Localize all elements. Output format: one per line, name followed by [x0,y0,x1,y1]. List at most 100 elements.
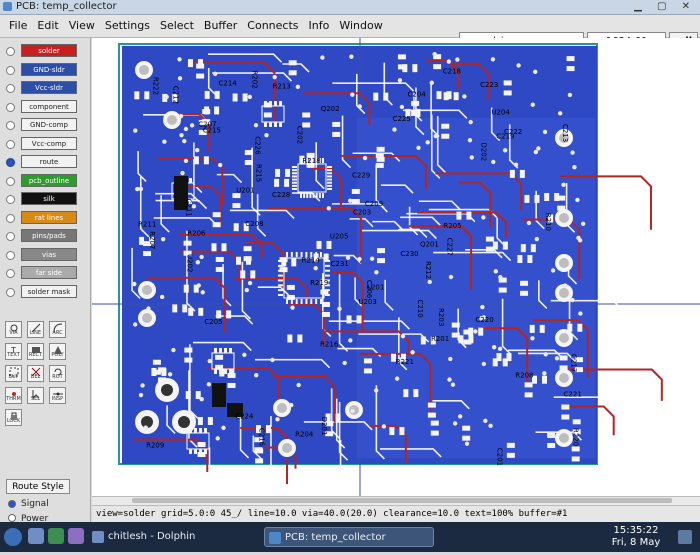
layer-row[interactable]: rat lines [4,210,88,226]
scrollbar-thumb[interactable] [132,498,672,503]
lock-tool-icon[interactable]: LOCK [5,409,22,426]
layer-visibility-button[interactable]: component [21,99,77,113]
layer-row[interactable]: solder [4,44,88,59]
layer-visibility-button[interactable]: Vcc-comp [21,136,77,150]
layer-visibility-button[interactable]: far side [21,266,77,279]
window-controls[interactable]: ▁ ▢ ✕ [634,1,696,12]
route-style-option[interactable]: Signal [8,499,49,511]
layer-select-radio[interactable] [6,158,15,167]
menu-window[interactable]: Window [339,19,383,32]
layer-select-radio[interactable] [6,102,15,112]
menu-connects[interactable]: Connects [247,19,299,32]
layer-row[interactable]: vias [4,247,88,263]
layer-row[interactable]: GND-sldr [4,62,88,78]
menu-info[interactable]: Info [308,19,330,32]
layer-select-radio[interactable] [6,84,15,93]
horizontal-scrollbar[interactable] [92,496,700,505]
clock[interactable]: 15:35:22 Fri, 8 May [606,525,666,549]
layer-select-radio[interactable] [6,232,15,241]
layer-visibility-button[interactable]: route [21,155,77,168]
buffer-tool-icon[interactable]: BUF [5,365,22,382]
layer-row[interactable]: component [4,99,88,115]
system-tray-icon[interactable] [678,530,692,544]
menu-edit[interactable]: Edit [37,19,59,32]
poly-tool-icon[interactable]: POLY [49,343,66,360]
component-designator: C209 [365,200,383,208]
menu-file[interactable]: File [9,19,28,32]
layer-select-radio[interactable] [6,176,15,186]
menu-select[interactable]: Select [159,19,194,32]
layer-row[interactable]: pins/pads [4,229,88,244]
task-pcb[interactable]: PCB: temp_collector [264,527,434,547]
layer-select-radio[interactable] [6,250,15,260]
menu-settings[interactable]: Settings [104,19,150,32]
smd-pad [149,236,155,245]
layer-visibility-button[interactable]: Vcc-sldr [21,81,77,94]
task-label: chitlesh - Dolphin [108,531,196,542]
layer-visibility-button[interactable]: rat lines [21,210,77,224]
smd-pad [244,150,253,156]
thermal-tool-icon[interactable]: THRM [5,387,22,404]
layer-select-radio[interactable] [6,139,15,149]
layer-row[interactable]: pcb_outline [4,173,88,189]
layer-row[interactable]: GND-comp [4,118,88,133]
smd-pad [232,193,241,199]
layer-select-radio[interactable] [6,47,15,56]
layer-visibility-button[interactable]: solder [21,44,77,57]
rotate-tool-icon[interactable]: ROT [49,365,66,382]
route-style-radio[interactable] [8,514,16,522]
menu-view[interactable]: View [68,19,95,32]
layer-select-radio[interactable] [6,121,15,130]
layer-select-radio[interactable] [6,213,15,223]
layer-row[interactable]: solder mask [4,284,88,300]
layer-visibility-button[interactable]: vias [21,247,77,261]
layer-row[interactable]: far side [4,266,88,281]
layer-row[interactable]: route [4,155,88,170]
route-style-button[interactable]: Route Style [6,479,70,494]
select-tool-icon[interactable]: SEL [27,387,44,404]
smd-pad [502,241,508,250]
layer-visibility-button[interactable]: solder mask [21,284,77,298]
delete-tool-icon[interactable]: DEL [27,365,44,382]
via [580,221,586,227]
layer-select-radio[interactable] [6,287,15,297]
terminal-icon[interactable] [68,528,84,544]
route-style-option[interactable]: Power [8,514,48,526]
layer-visibility-button[interactable]: GND-comp [21,118,77,131]
start-menu-icon[interactable] [4,528,22,546]
bottom-trace [282,63,310,73]
via [254,372,259,378]
line-tool-icon[interactable]: LINE [27,321,44,338]
smd-pad [506,442,515,448]
layer-row[interactable]: Vcc-comp [4,136,88,152]
layer-row[interactable]: silk [4,192,88,207]
tool-label: ROT [52,374,63,380]
pcb-board-drawing[interactable]: R222C209C208C210C211C212C213C214C215C216… [92,38,700,496]
rect-tool-icon[interactable]: RECT [27,343,44,360]
task-dolphin[interactable]: chitlesh - Dolphin [88,527,248,547]
mounting-hole-drill [139,65,149,75]
component-designator: R220 [571,428,579,446]
layer-select-radio[interactable] [6,269,15,278]
ic-pin [274,122,277,127]
layer-select-radio[interactable] [6,195,15,204]
browser-icon[interactable] [48,528,64,544]
ic-pin [315,193,318,198]
layer-visibility-button[interactable]: pins/pads [21,229,77,242]
ic-pin [224,348,227,353]
smd-pad [466,211,472,220]
layer-row[interactable]: Vcc-sldr [4,81,88,96]
route-style-radio[interactable] [8,499,16,508]
smd-pad [389,427,395,436]
home-folder-icon[interactable] [28,528,44,544]
arc-tool-icon[interactable]: ARC [49,321,66,338]
layer-select-radio[interactable] [6,65,15,75]
menu-buffer[interactable]: Buffer [203,19,238,32]
layer-visibility-button[interactable]: pcb_outline [21,173,77,187]
via-tool-icon[interactable]: VIA [5,321,22,338]
layer-visibility-button[interactable]: GND-sldr [21,62,77,76]
layer-visibility-button[interactable]: silk [21,192,77,205]
insert-point-tool-icon[interactable]: INSP [49,387,66,404]
